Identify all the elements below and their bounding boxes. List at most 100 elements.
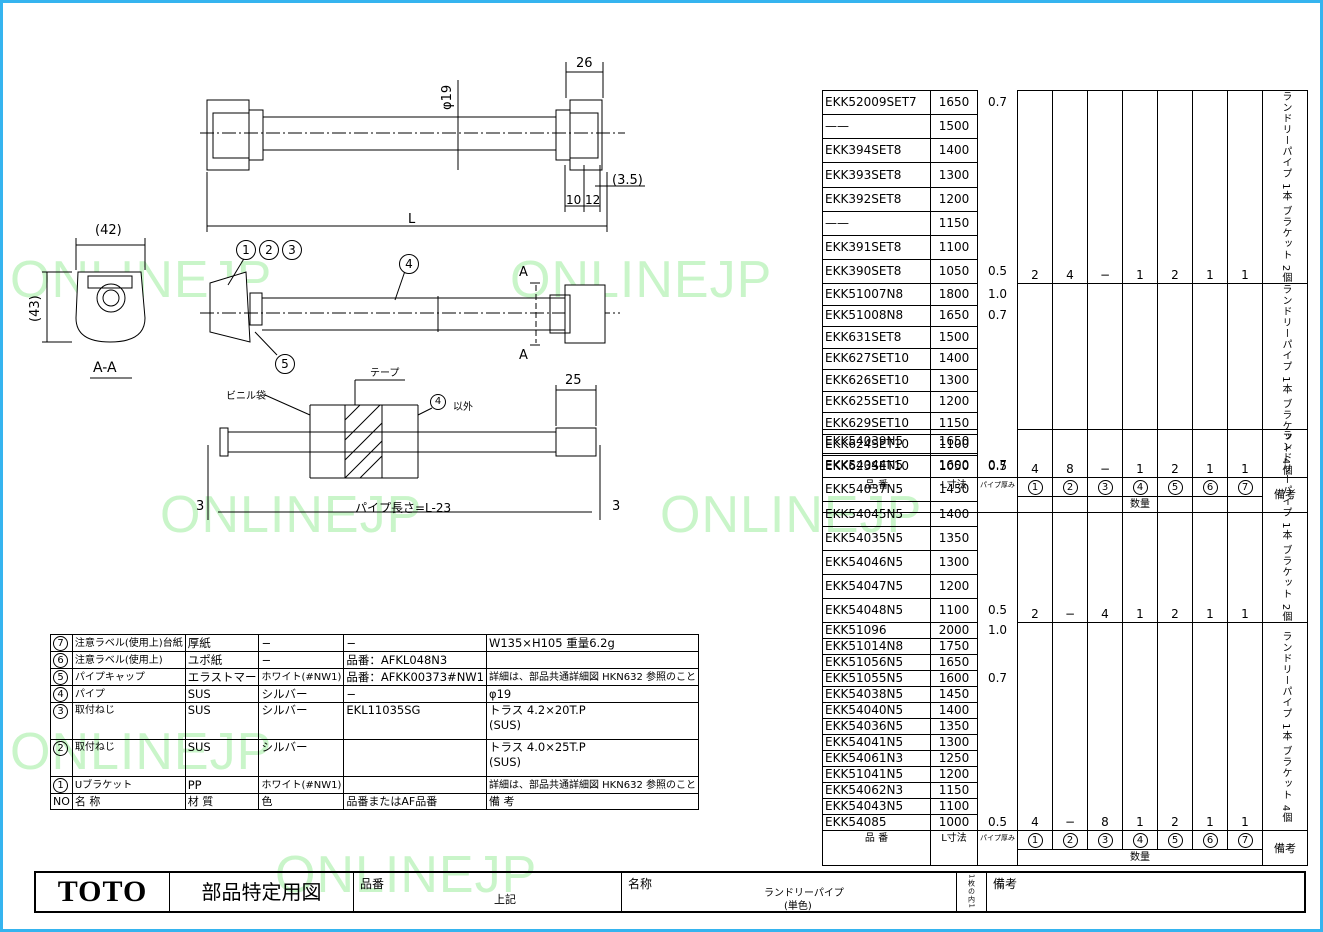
spec-cell-len: 1100 — [930, 598, 978, 624]
parts-cell-material: ユポ紙 — [184, 651, 260, 669]
dim-length: L — [408, 212, 416, 227]
parts-cell-name: パイプキャップ — [71, 668, 186, 686]
spec-cell-thk — [977, 326, 1018, 349]
spec-cell-code: EKK54047N5 — [822, 573, 931, 600]
spec-cell-code: EKK54041N5 — [822, 734, 931, 752]
spec-cell-len: 1300 — [930, 549, 978, 575]
parts-cell-part-no: 品番：AFKK00373#NW1 — [343, 668, 487, 686]
spec-cell-len: 2000 — [930, 622, 978, 640]
spec-qty-cell: 4 — [1087, 428, 1123, 624]
spec-qty-cell: 1 — [1192, 428, 1228, 624]
spec-cell-thk — [977, 526, 1018, 551]
spec-remark-cell: ランドリーパイプ 1本 ブラケット 2個 — [1262, 428, 1308, 624]
margin-left: 3 — [196, 499, 205, 514]
spec-cell-thk — [977, 750, 1018, 767]
remark-cell: 備考 — [987, 873, 1304, 911]
parts-header-part-no: 品番またはAF品番 — [343, 793, 487, 810]
spec-cell-thk — [977, 638, 1018, 655]
spec-qty-cell: 2 — [1017, 89, 1053, 285]
section-mark-bottom: A — [519, 348, 528, 363]
balloon-2: 2 — [259, 240, 279, 260]
spec-cell-code: EKK51014N8 — [822, 638, 931, 656]
name-cell: 名称 ランドリーパイプ (単色) — [622, 873, 957, 912]
spec-qty-cell: 1 — [1227, 428, 1263, 624]
spec-header-col: 3 — [1087, 830, 1123, 851]
spec-header-col: 6 — [1192, 830, 1228, 851]
spec-cell-len: 1150 — [930, 210, 978, 236]
spec-cell-len: 1450 — [930, 686, 978, 704]
spec-cell-thk — [977, 235, 1018, 260]
dim-end-height: (43) — [28, 295, 43, 322]
spec-cell-code: EKK51008N8 — [822, 304, 931, 328]
spec-cell-code: EKK391SET8 — [822, 234, 931, 261]
spec-remark-text: ランドリーパイプ 1本 ブラケット 2個 — [1280, 91, 1291, 284]
spec-cell-thk — [977, 718, 1018, 735]
spec-cell-code: EKK54035N5 — [822, 525, 931, 551]
parts-cell-name: 注意ラベル(使用上) — [71, 651, 186, 669]
parts-cell-part-no: EKL11035SG — [343, 702, 487, 740]
spec-cell-code: EKK51041N5 — [822, 766, 931, 784]
parts-cell-note: トラス 4.2×20T.P(SUS) — [485, 702, 700, 740]
spec-qty-cell: 1 — [1122, 622, 1158, 832]
bracket-end-view — [75, 271, 146, 343]
spec-cell-thk — [977, 114, 1018, 139]
spec-header-row2: 数量 — [823, 849, 1308, 867]
spec-header-remark: 備考 — [1262, 830, 1308, 867]
doc-type: 部品特定用図 — [201, 880, 322, 904]
parts-cell-color: ホワイト(#NW1) — [258, 668, 345, 686]
spec-cell-code: EKK51056N5 — [822, 654, 931, 672]
spec-cell-len: 1650 — [930, 428, 978, 455]
spec-cell-len: 1350 — [930, 525, 978, 551]
spec-cell-len: 1100 — [930, 234, 978, 261]
spec-cell-thk: 0.7 — [977, 453, 1018, 478]
parts-cell-material: SUS — [184, 685, 260, 703]
parts-cell-name: 注意ラベル(使用上)台紙 — [71, 634, 186, 652]
spec-header-col: 5 — [1157, 830, 1193, 851]
spec-cell-code: EKK54044N5 — [822, 453, 931, 479]
part-number-circle: 4 — [53, 687, 68, 702]
spec-cell-len: 1400 — [930, 501, 978, 527]
spec-cell-code: EKK394SET8 — [822, 138, 931, 164]
spec-header-col: 2 — [1052, 830, 1088, 851]
spec-qty-cell: 2 — [1157, 89, 1193, 285]
spec-header-qty: 数量 — [1017, 849, 1263, 867]
vinyl-label: ビニル袋 — [226, 391, 266, 402]
spec-cell-code: EKK54037N5 — [822, 477, 931, 503]
spec-cell-thk — [977, 429, 1018, 454]
spec-header-col: 4 — [1122, 830, 1158, 851]
parts-cell-note: W135×H105 重量6.2g — [485, 634, 700, 652]
parts-cell-name: 取付ねじ — [71, 739, 186, 777]
parts-cell-note: 詳細は、部品共通詳細図 HKN632 参照のこと — [485, 776, 700, 794]
spec-cell-len: 1150 — [930, 782, 978, 800]
spec-cell-len: 1500 — [930, 114, 978, 140]
parts-header-color: 色 — [258, 793, 345, 810]
spec-cell-thk — [977, 782, 1018, 799]
spec-cell-len: 1200 — [930, 766, 978, 784]
spec-qty-cell: − — [1052, 622, 1088, 832]
dim-end-width: (42) — [95, 223, 122, 238]
spec-cell-code: EKK390SET8 — [822, 259, 931, 285]
spec-cell-code: EKK54085 — [822, 814, 931, 832]
spec-cell-code: EKK392SET8 — [822, 186, 931, 212]
spec-cell-code: EKK393SET8 — [822, 162, 931, 188]
parts-cell-note: 詳細は、部品共通詳細図 HKN632 参照のこと — [485, 668, 700, 686]
title-block: TOTO 部品特定用図 品番 上記 名称 ランドリーパイプ (単色) 1枚の内1… — [34, 871, 1306, 913]
spec-qty-cell: 1 — [1122, 89, 1158, 285]
spec-cell-thk — [977, 369, 1018, 392]
section-label: A-A — [93, 360, 117, 376]
dim-12: 12 — [585, 193, 601, 207]
parts-cell-material: SUS — [184, 702, 260, 740]
